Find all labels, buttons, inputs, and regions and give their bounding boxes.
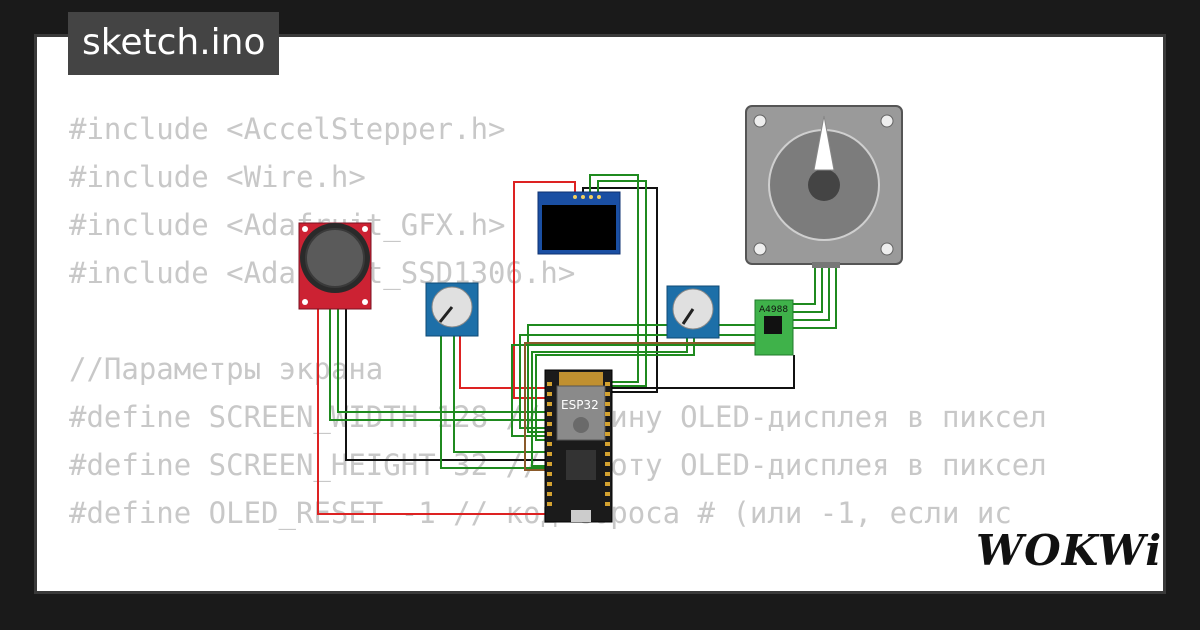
- esp32-pins: [547, 382, 610, 506]
- oled-display: [537, 191, 621, 255]
- wire-brown: [524, 342, 755, 471]
- code-fade: [1119, 37, 1163, 591]
- wire-black: [345, 308, 545, 461]
- stepper-driver: A4988: [754, 299, 794, 356]
- wire-red: [317, 308, 545, 515]
- potentiometer-1[interactable]: [425, 282, 479, 337]
- wire-green: [337, 308, 545, 413]
- stepper-motor: [745, 105, 903, 268]
- esp32-label: ESP32: [561, 398, 599, 412]
- sketch-tab[interactable]: sketch.ino: [68, 12, 280, 75]
- driver-label: A4988: [759, 305, 788, 315]
- esp32-board: ESP32: [544, 369, 613, 523]
- joystick-module[interactable]: [298, 222, 372, 310]
- wokwi-logo: WOKWi: [976, 526, 1163, 575]
- wire-green: [453, 335, 545, 453]
- code-preview: #include <AccelStepper.h> #include <Wire.…: [69, 105, 1047, 591]
- wire-green: [793, 266, 816, 305]
- wire-green: [597, 180, 647, 387]
- code-line: #include <AccelStepper.h>: [69, 112, 506, 146]
- code-line: #include <Wire.h>: [69, 160, 366, 194]
- wire-black: [612, 355, 795, 389]
- wire-green: [531, 337, 688, 467]
- wire-black: [582, 187, 658, 393]
- wire-green: [329, 308, 545, 421]
- wire-green: [793, 266, 830, 321]
- wires: [317, 174, 837, 515]
- wire-green: [440, 335, 545, 469]
- wire-green: [511, 344, 755, 437]
- wire-green: [589, 174, 639, 383]
- potentiometer-2[interactable]: [666, 285, 720, 339]
- wire-green: [793, 266, 837, 329]
- wire-green: [793, 266, 823, 313]
- wire-green: [535, 337, 695, 441]
- code-line: #include <Adafruit_SSD1306.h>: [69, 256, 576, 290]
